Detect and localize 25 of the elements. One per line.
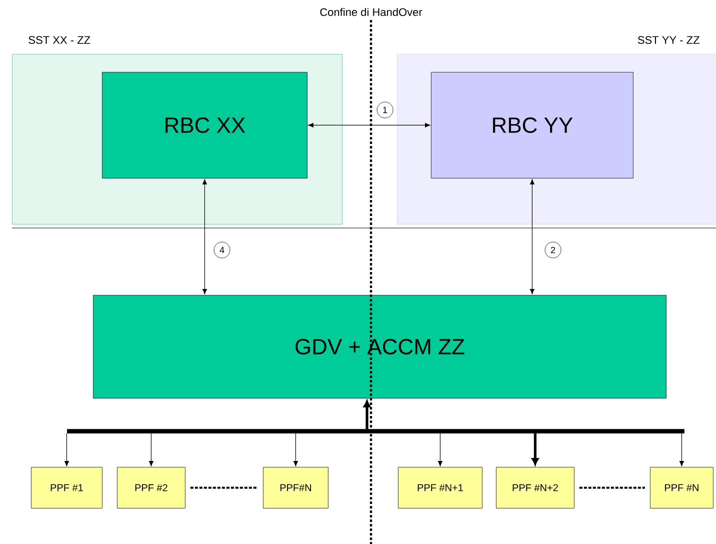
ppf-box: PPF #N+2 xyxy=(496,467,574,508)
arrow xyxy=(532,433,539,466)
arrow xyxy=(148,433,154,466)
ellipsis-line xyxy=(190,486,258,489)
ellipsis-line xyxy=(579,486,645,489)
system-box: GDV + ACCM ZZ xyxy=(93,295,666,398)
ppf-box: PPF #N xyxy=(650,467,714,508)
arrow xyxy=(679,433,684,466)
ppf-box: PPF#N xyxy=(263,467,328,508)
boundary-caption: Confine di HandOver xyxy=(320,8,422,16)
node-label: SST XX - ZZ xyxy=(28,36,90,44)
arrow xyxy=(64,433,69,466)
ppf-box: PPF #N+1 xyxy=(398,467,482,508)
node-label: SST YY - ZZ xyxy=(638,36,700,44)
arrow xyxy=(363,400,371,429)
arrow xyxy=(438,433,442,466)
system-box: RBC YY xyxy=(431,72,634,178)
arrow xyxy=(202,179,207,294)
ppf-box: PPF #2 xyxy=(117,467,186,508)
arrow xyxy=(293,433,298,466)
ppf-box: PPF #1 xyxy=(31,467,102,508)
arrow xyxy=(308,122,430,128)
bus-bar xyxy=(67,429,684,434)
system-box: RBC XX xyxy=(102,72,308,178)
arrow xyxy=(530,179,534,294)
